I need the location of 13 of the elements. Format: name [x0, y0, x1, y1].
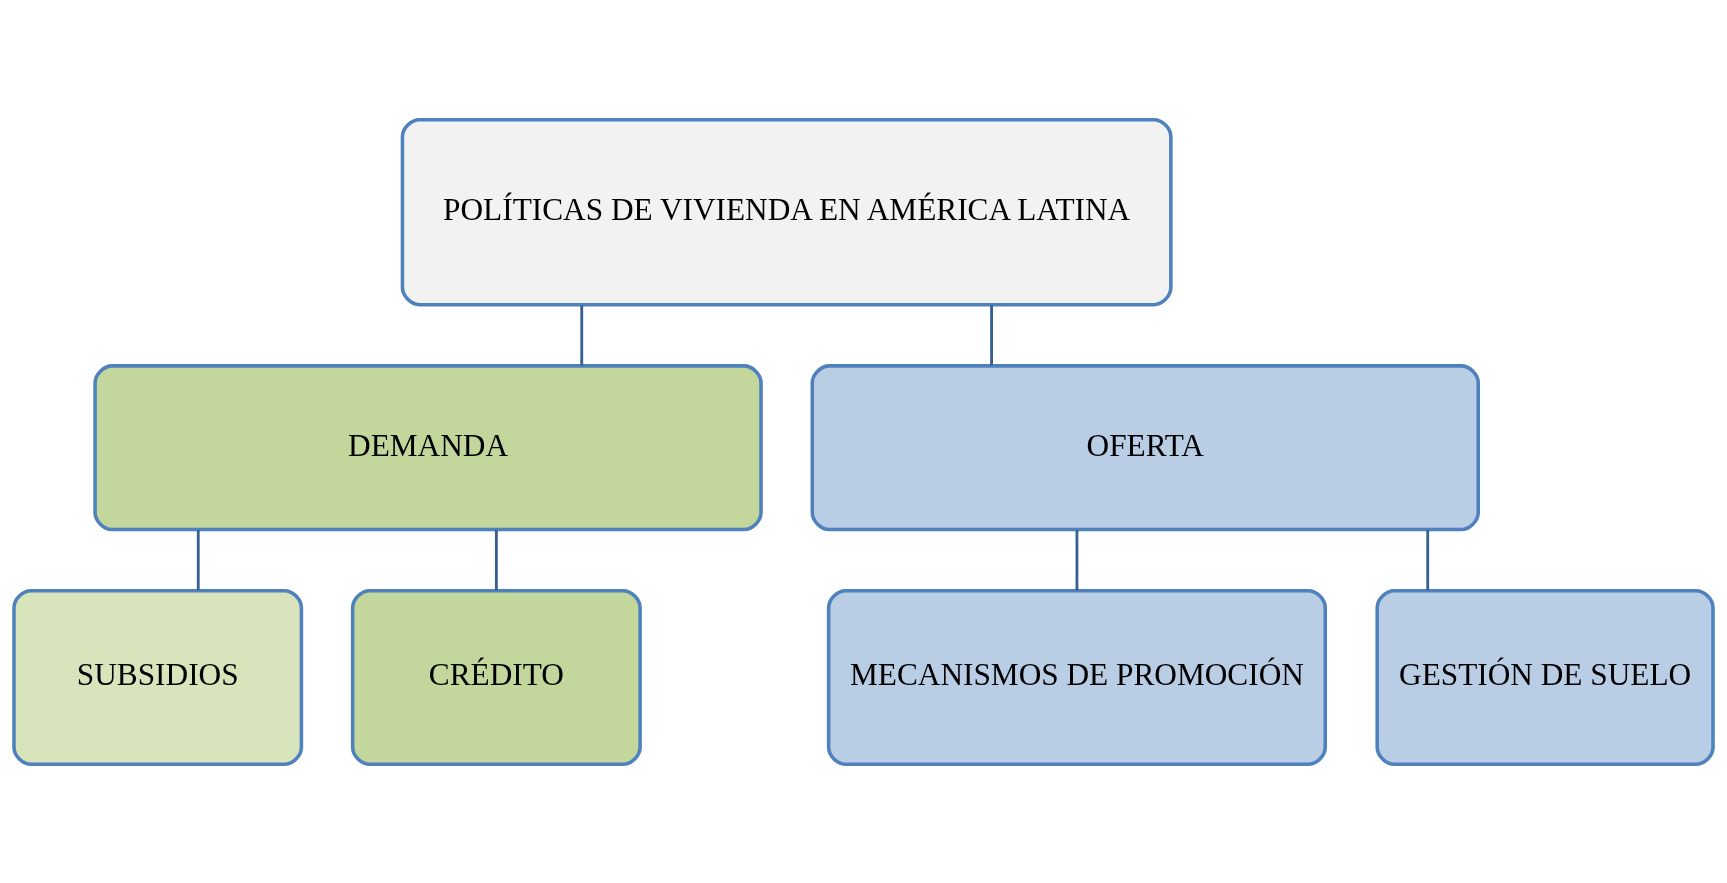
connector — [1075, 529, 1079, 590]
connector — [196, 529, 200, 590]
node-box: OFERTA — [810, 363, 1480, 531]
node-box: GESTIÓN DE SUELO — [1375, 588, 1715, 766]
node-box: SUBSIDIOS — [12, 588, 304, 766]
node-box: CRÉDITO — [350, 588, 642, 766]
node-box: MECANISMOS DE PROMOCIÓN — [826, 588, 1328, 766]
connector — [1426, 529, 1430, 590]
connector — [494, 529, 498, 590]
node-box: POLÍTICAS DE VIVIENDA EN AMÉRICA LATINA — [400, 117, 1173, 306]
connector — [990, 304, 993, 366]
connector — [580, 304, 584, 366]
node-box: DEMANDA — [93, 363, 763, 531]
